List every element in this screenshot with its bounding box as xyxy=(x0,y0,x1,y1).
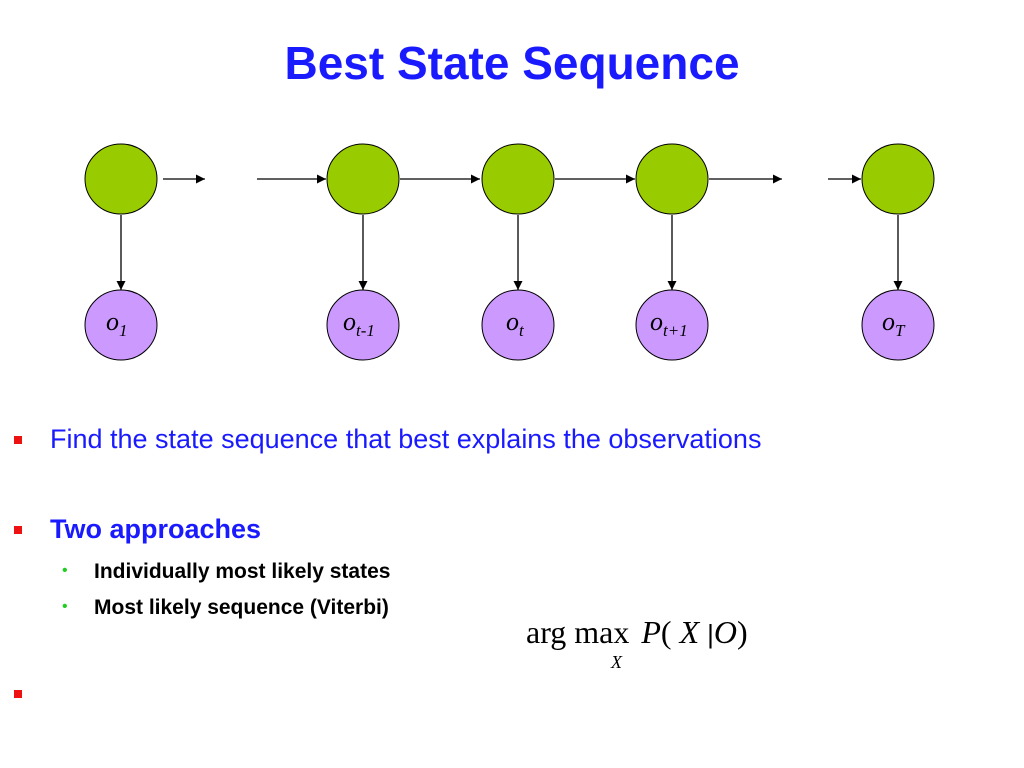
observation-node xyxy=(861,289,935,361)
state-node xyxy=(481,143,555,215)
slide-title: Best State Sequence xyxy=(284,37,740,89)
observation-label: o1 xyxy=(106,307,128,340)
state-node xyxy=(861,143,935,215)
sub-bullet-viterbi: Most likely sequence (Viterbi) xyxy=(94,596,389,619)
state-node xyxy=(635,143,709,215)
bullet-square-icon xyxy=(14,436,22,444)
argmax-formula: arg max P( X |O) xyxy=(526,614,748,651)
sub-bullet-dot-icon: • xyxy=(62,562,68,579)
observation-label: ot+1 xyxy=(650,307,688,340)
hmm-diagram: o1 ot-1 ot ot+1 oT xyxy=(84,143,935,361)
formula-subscript: X xyxy=(611,652,622,672)
bullet-square-icon xyxy=(14,526,22,534)
observation-node xyxy=(481,289,555,361)
formula-prob: P xyxy=(641,614,661,650)
formula-var: X xyxy=(679,614,700,650)
sub-bullet-individually-likely: Individually most likely states xyxy=(94,560,391,583)
formula-given: O xyxy=(713,614,737,650)
formula-argmax: arg max xyxy=(526,614,630,650)
formula-close-paren: ) xyxy=(737,614,748,650)
bullet-two-approaches: Two approaches xyxy=(50,514,262,544)
observation-node xyxy=(635,289,709,361)
bullet-find-state-sequence: Find the state sequence that best explai… xyxy=(50,424,762,454)
sub-bullet-dot-icon: • xyxy=(62,598,68,615)
observation-label: ot xyxy=(506,307,525,340)
state-node xyxy=(84,143,158,215)
state-node xyxy=(326,143,400,215)
observation-label: ot-1 xyxy=(343,307,375,340)
bullet-square-icon xyxy=(14,690,22,698)
observation-label: oT xyxy=(882,307,906,340)
formula-given-bar: | xyxy=(707,619,714,649)
observation-node xyxy=(84,289,158,361)
observation-node xyxy=(326,289,400,361)
formula-open-paren: ( xyxy=(660,614,672,650)
